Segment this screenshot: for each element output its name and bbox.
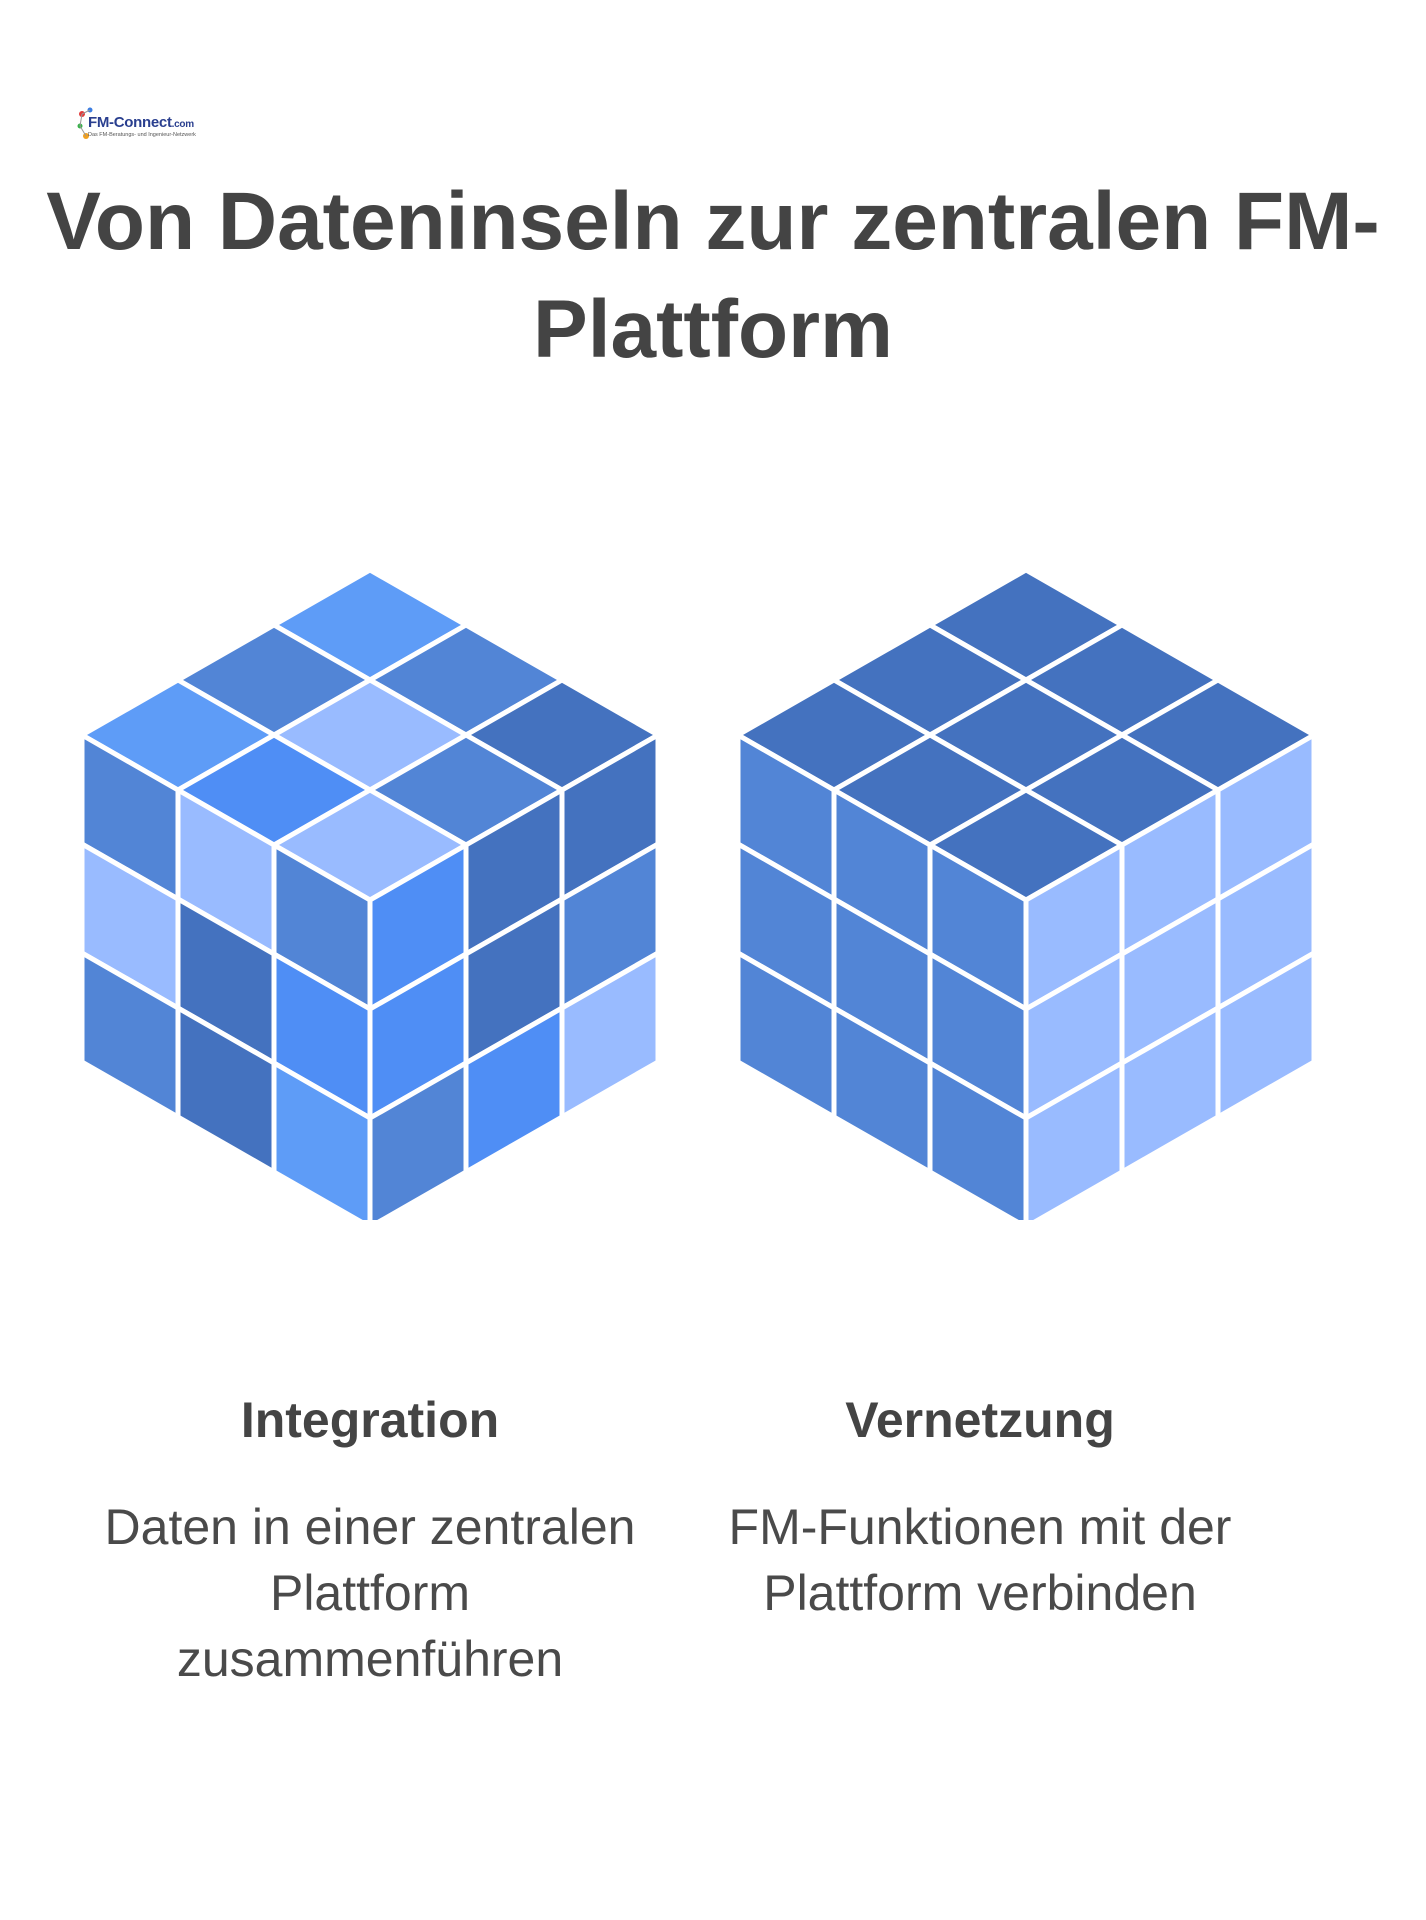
brand-logo: FM-Connect.com Das FM-Beratungs- und Ing… [74, 100, 196, 152]
logo-tagline: Das FM-Beratungs- und Ingenieur-Netzwerk [88, 132, 196, 138]
page-title: Von Dateninseln zur zentralen FM-Plattfo… [46, 176, 1380, 375]
vernetzung-cube [736, 567, 1316, 1220]
vernetzung-caption: Vernetzung FM-Funktionen mit der Plattfo… [700, 0, 1260, 1920]
integration-caption: Integration Daten in einer zentralen Pla… [90, 0, 650, 1920]
logo-text: FM-Connect.com [88, 114, 194, 131]
integration-description: Daten in einer zentralen Plattform zusam… [104, 1499, 636, 1687]
cube-right-facelet [1215, 950, 1316, 1120]
cube-right-facelet [559, 950, 660, 1120]
cube-left-facelet [927, 1060, 1029, 1220]
logo-mark-icon [77, 107, 93, 139]
integration-cube [80, 567, 660, 1220]
vernetzung-heading: Vernetzung [845, 1392, 1115, 1448]
integration-heading: Integration [240, 1392, 500, 1448]
cube-left-facelet [271, 1060, 373, 1220]
vernetzung-description: FM-Funktionen mit der Plattform verbinde… [728, 1499, 1232, 1621]
